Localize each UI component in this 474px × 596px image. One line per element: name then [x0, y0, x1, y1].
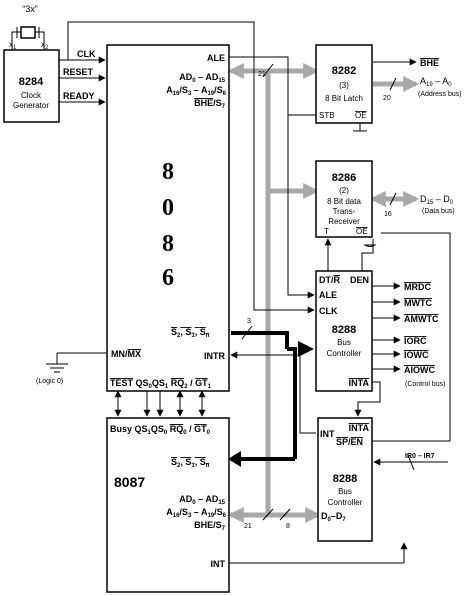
cpu-pin-status: S2, S1, Sn — [171, 327, 210, 339]
status-arrow-left — [228, 451, 241, 467]
latch-count: (3) — [339, 81, 349, 90]
reset-signal-label: RESET — [63, 67, 94, 77]
address-data-bus — [227, 62, 420, 524]
ground-note: (Logic 0) — [36, 378, 63, 385]
clockgen-name-1: Clock — [21, 91, 42, 100]
bus-width-data: 16 — [384, 211, 392, 218]
busctl-name-2: Controller — [327, 349, 362, 358]
copro-pin-int: INT — [211, 559, 226, 569]
aiowc-label: AIOWC — [404, 365, 435, 375]
clockgen-number: 8284 — [19, 76, 44, 88]
interrupt-controller-box — [317, 417, 373, 542]
bus-width-addr: 20 — [383, 95, 391, 102]
busctl-pin-den: DEN — [350, 275, 369, 285]
bus-controller-8288-box — [315, 270, 373, 392]
crystal-pin-x2: x2 — [41, 40, 49, 51]
pic-pin-inta: INTA — [349, 423, 370, 433]
pic-name-2: Controller — [328, 498, 363, 507]
mrdc-label: MRDC — [404, 282, 431, 292]
pic-pin-int: INT — [320, 429, 335, 439]
clockgen-name-2: Generator — [13, 101, 49, 110]
crystal-body — [20, 26, 36, 39]
pic-irq-label: IR0 – IR7 — [405, 453, 435, 460]
bus-width-pic: 8 — [286, 523, 290, 530]
crystal-label: “3x” — [22, 4, 38, 14]
cpu-pin-ale: ALE — [207, 53, 225, 63]
data-bus-label: D15 – D0 — [420, 194, 454, 206]
control-bus-note: (Control bus) — [405, 381, 445, 388]
control-wiring — [11, 21, 451, 564]
latch-number: 8282 — [332, 65, 356, 77]
clk-signal-label: CLK — [77, 49, 96, 59]
bus-width-status: 3 — [247, 318, 251, 325]
cpu-digit-3: 8 — [162, 231, 174, 257]
busctl-pin-ale: ALE — [319, 290, 337, 300]
bhe-output-label: BHE — [420, 58, 439, 68]
address-bus-note: (Address bus) — [418, 91, 462, 98]
crystal-pin-x1: x1 — [9, 40, 17, 51]
cpu-pin-mn-mx: MN/MX — [111, 349, 141, 359]
transceiver-name-2: Trans- — [333, 207, 356, 216]
ready-signal-label: READY — [63, 91, 95, 101]
copro-number: 8087 — [114, 474, 145, 490]
iorc-label: IORC — [404, 336, 427, 346]
coprocessor-8087-box — [106, 417, 230, 593]
cpu-title: 8 0 8 6 — [162, 159, 174, 291]
pic-number: 8288 — [333, 473, 357, 485]
bus-width-cpu: 21 — [258, 71, 266, 78]
cpu-digit-1: 8 — [162, 159, 174, 185]
latch-pin-oe: OE — [355, 111, 367, 120]
transceiver-pin-t: T — [324, 227, 329, 236]
latch-name: 8 Bit Latch — [325, 94, 363, 103]
copro-pin-a16: A16/S3 – A19/S6 — [166, 507, 226, 519]
pic-pin-sp-en: SP/EN — [336, 437, 363, 447]
clock-generator-box — [3, 49, 60, 123]
transceiver-name-1: 8 Bit data — [327, 197, 361, 206]
busctl-pin-dtr: DT/R — [319, 275, 341, 285]
transceiver-number: 8286 — [332, 172, 356, 184]
cpu-pin-a16: A16/S3 – A19/S6 — [166, 85, 226, 97]
status-arrow-right — [298, 341, 314, 357]
pic-pin-data: D0–D7 — [321, 511, 346, 523]
copro-pin-ad: AD0 – AD15 — [179, 494, 225, 506]
cpu-digit-2: 0 — [162, 195, 174, 221]
cpu-pin-ad: AD0 – AD15 — [179, 72, 225, 84]
status-lines — [231, 331, 297, 461]
cpu-pin-bhe: BHE/S7 — [194, 98, 226, 110]
cpu-8086-box — [106, 44, 230, 392]
latch-pin-stb: STB — [319, 111, 335, 120]
copro-pin-status: S2, S1, Sn — [171, 457, 210, 469]
bus-width-copro: 21 — [244, 523, 252, 530]
copro-pin-bhe: BHE/S7 — [194, 520, 226, 532]
amwtc-label: AMWTC — [404, 314, 439, 324]
copro-pin-row: Busy QS1QS0 RQ0 / GT0 — [110, 424, 211, 436]
busctl-name-1: Bus — [337, 338, 351, 347]
transceiver-count: (2) — [339, 186, 349, 195]
transceiver-8286-box — [315, 160, 373, 238]
cpu-pin-row: TEST QS0QS1 RQ2 / GT1 — [110, 378, 212, 390]
transceiver-pin-oe: OE — [356, 227, 368, 236]
latch-8282-box — [315, 44, 373, 124]
address-bus-label: A19 – A0 — [420, 76, 452, 88]
cpu-digit-4: 6 — [162, 265, 174, 291]
pic-name-1: Bus — [338, 487, 352, 496]
mwtc-label: MWTC — [404, 298, 432, 308]
transceiver-name-3: Receiver — [328, 217, 360, 226]
iowc-label: IOWC — [404, 350, 429, 360]
busctl-pin-inta: INTA — [349, 378, 370, 388]
cpu-pin-intr: INTR — [204, 351, 225, 361]
busctl-number: 8288 — [332, 324, 356, 336]
busctl-pin-clk: CLK — [319, 306, 338, 316]
data-bus-note: (Data bus) — [422, 208, 455, 215]
